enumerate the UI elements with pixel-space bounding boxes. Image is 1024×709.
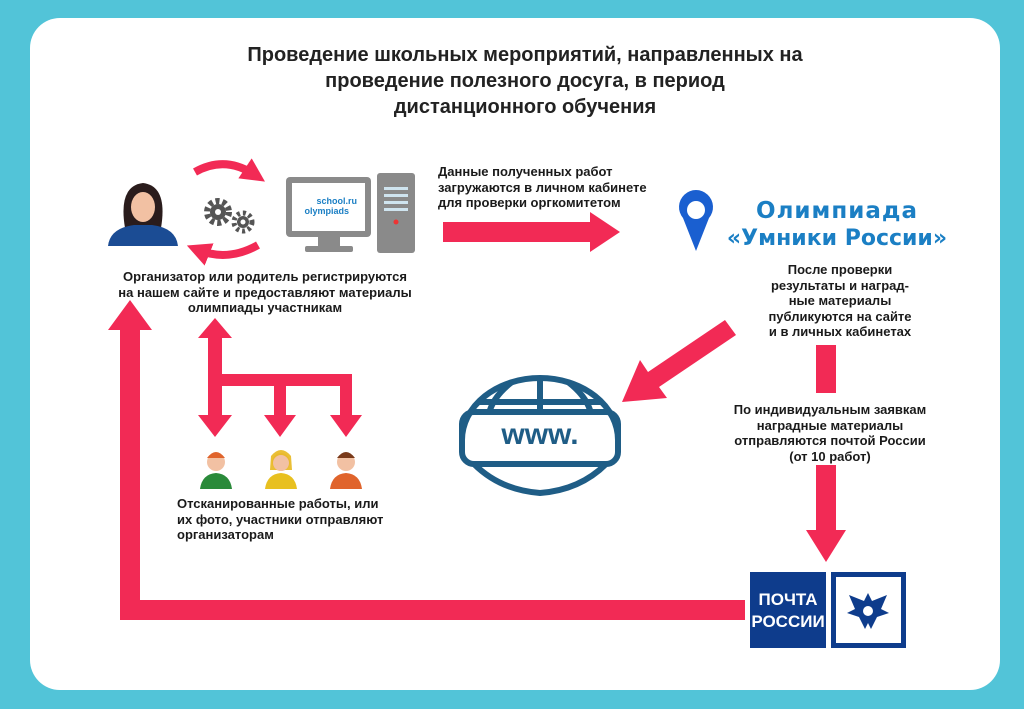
location-pin-icon [679, 190, 714, 251]
text-line: После проверки [787, 262, 893, 277]
text-line: на нашем сайте и предоставляют материалы [118, 284, 412, 300]
text-line: (от 10 работ) [789, 448, 871, 464]
russian-post-logo: ПОЧТА РОССИИ [750, 572, 826, 648]
participant-icon [200, 452, 232, 489]
gears-icon [204, 198, 255, 234]
participant-icon [265, 450, 297, 489]
text-line: публикуются на сайте [768, 308, 912, 324]
eagle-icon [847, 592, 889, 629]
globe-www-icon [459, 375, 621, 497]
text-line: олимпиады участникам [187, 300, 343, 315]
title-line: Проведение школьных мероприятий, направл… [247, 44, 803, 66]
title-line: проведение полезного досуга, в период [325, 70, 725, 92]
organizer-avatar-icon [108, 183, 178, 246]
eagle-frame [836, 577, 901, 643]
step1-text: Организатор или родитель регистрируются … [100, 269, 430, 316]
text-line: Организатор или родитель регистрируются [123, 269, 407, 284]
title-line: дистанционного обучения [393, 96, 657, 118]
computer-icon [286, 173, 415, 253]
monitor-logo: school.ru olympiads [292, 196, 365, 216]
text-line: загружаются в личном кабинете [438, 179, 647, 195]
olympiad-logo-line: Олимпиада [756, 198, 918, 224]
page-title: Проведение школьных мероприятий, направл… [150, 42, 900, 120]
text-line: наградные материалы [756, 417, 904, 433]
step4-text: По индивидуальным заявкам наградные мате… [710, 402, 950, 464]
olympiad-logo: Олимпиада «Умники России» [722, 197, 952, 253]
cycle-arrow-bottom [186, 241, 260, 266]
cycle-arrow-top [193, 158, 265, 182]
globe-label: www. [501, 418, 579, 451]
text-line: и в личных кабинетах [768, 324, 912, 339]
participant-icon [330, 452, 362, 489]
arrow-to-globe [622, 320, 736, 402]
text-line: Отсканированные работы, или [177, 496, 379, 511]
post-eagle-emblem-icon [831, 572, 906, 648]
text-line: их фото, участники отправляют [177, 511, 384, 527]
return-arrow [108, 300, 745, 620]
step2-text: Данные полученных работ загружаются в ли… [438, 164, 678, 211]
arrow-to-post [806, 465, 846, 562]
post-logo-line: РОССИИ [751, 612, 825, 631]
text-line: По индивидуальным заявкам [733, 402, 927, 417]
text-line: ные материалы [788, 293, 892, 308]
text-line: для проверки оргкомитетом [438, 195, 621, 210]
text-line: отправляются почтой России [734, 433, 926, 448]
distribution-arrows [198, 318, 362, 437]
monitor-logo-line: school.ru [316, 196, 357, 206]
step5-text: Отсканированные работы, или их фото, уча… [177, 496, 427, 543]
connector-bar [816, 345, 836, 393]
text-line: Данные полученных работ [438, 164, 613, 179]
post-logo-line: ПОЧТА [758, 590, 818, 609]
olympiad-logo-line: «Умники России» [726, 226, 948, 251]
step3-text: После проверки результаты и наград- ные … [740, 262, 940, 340]
arrow-right [443, 212, 620, 252]
text-line: результаты и наград- [770, 277, 909, 293]
text-line: организаторам [177, 527, 274, 542]
monitor-logo-line: olympiads [304, 206, 349, 216]
